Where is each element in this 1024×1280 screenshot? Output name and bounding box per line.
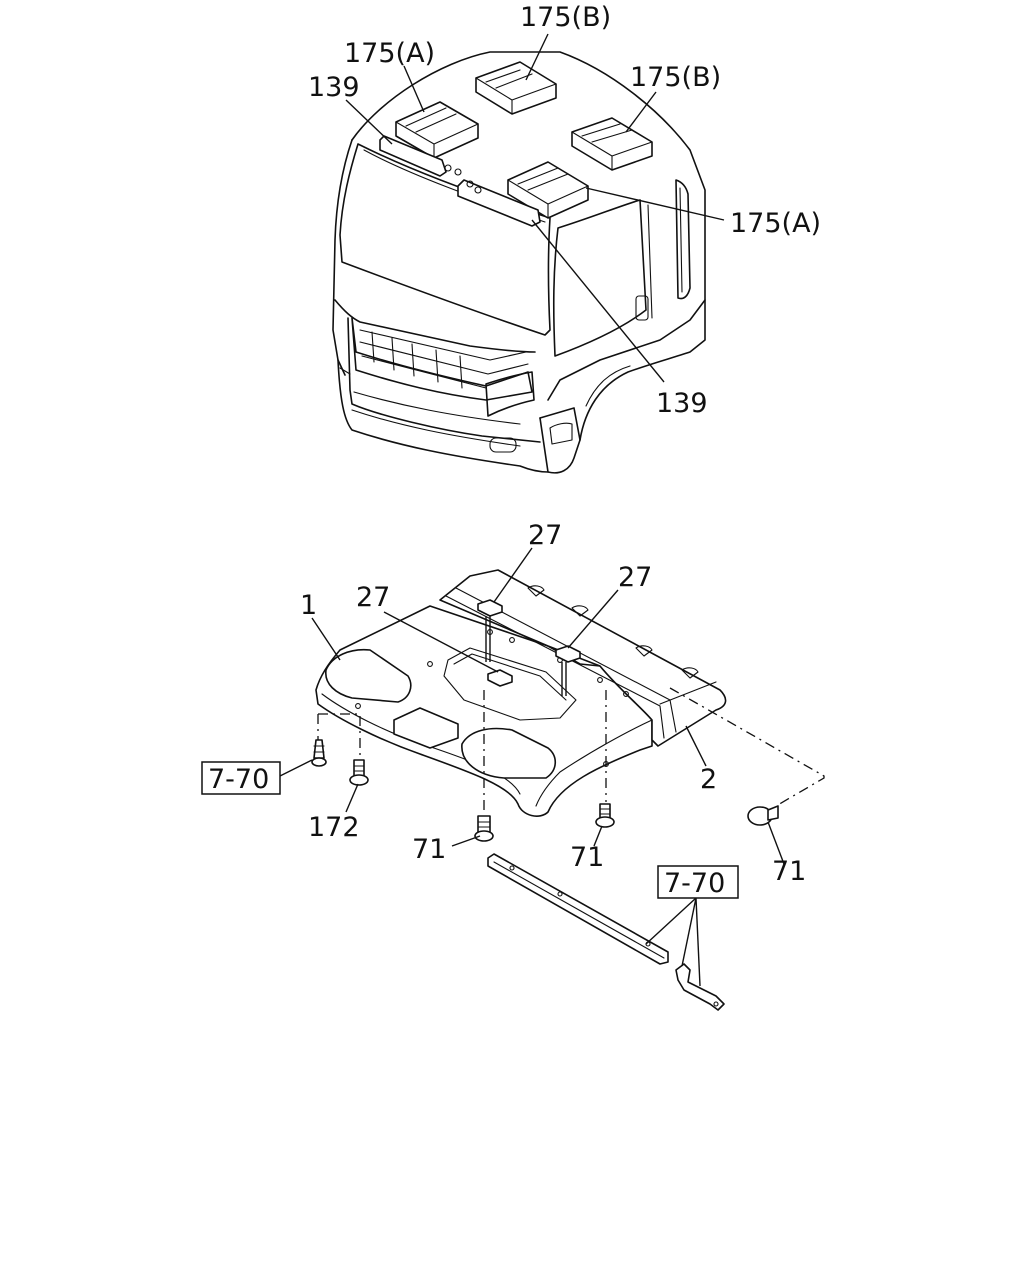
headliner-panel-icon <box>315 569 727 817</box>
screw-icon-7-70 <box>311 739 327 767</box>
callout-139-top: 139 <box>308 72 360 103</box>
clip-icon-71-a <box>474 815 494 842</box>
roof-block-175b-center <box>475 61 557 115</box>
ref-box-right <box>657 865 739 899</box>
roof-block-175a-left <box>395 101 479 159</box>
trim-strip-icon <box>487 853 669 965</box>
clip-icon-71-c <box>747 805 779 826</box>
callout-1: 1 <box>300 590 317 621</box>
callout-71-b: 71 <box>570 842 604 873</box>
lower-leaders <box>279 547 785 987</box>
callout-175a-top: 175(A) <box>344 38 435 69</box>
callout-175b-top: 175(B) <box>520 2 611 33</box>
roof-block-175a-right <box>507 161 589 219</box>
callout-2: 2 <box>700 764 717 795</box>
callout-27-top: 27 <box>528 520 562 551</box>
callout-27-left: 27 <box>356 582 390 613</box>
ref-label-left: 7-70 <box>208 764 269 795</box>
roof-strip-139 <box>379 135 541 227</box>
callout-27-right: 27 <box>618 562 652 593</box>
callout-71-a: 71 <box>412 834 446 865</box>
callout-172: 172 <box>308 812 360 843</box>
ref-label-right: 7-70 <box>664 868 725 899</box>
roof-block-175b-right <box>571 117 653 171</box>
callout-175b-right: 175(B) <box>630 62 721 93</box>
callout-139-bottom: 139 <box>656 388 708 419</box>
callout-175a-right: 175(A) <box>730 208 821 239</box>
ref-box-left <box>201 761 281 795</box>
bracket-icon <box>675 963 725 1011</box>
screw-icon-172 <box>349 759 369 786</box>
callout-71-c: 71 <box>772 856 806 887</box>
dash-dot-lines <box>317 687 825 814</box>
truck-cab-icon <box>332 51 706 474</box>
clip-icon-71-b <box>595 803 615 828</box>
upper-leaders <box>345 33 725 383</box>
